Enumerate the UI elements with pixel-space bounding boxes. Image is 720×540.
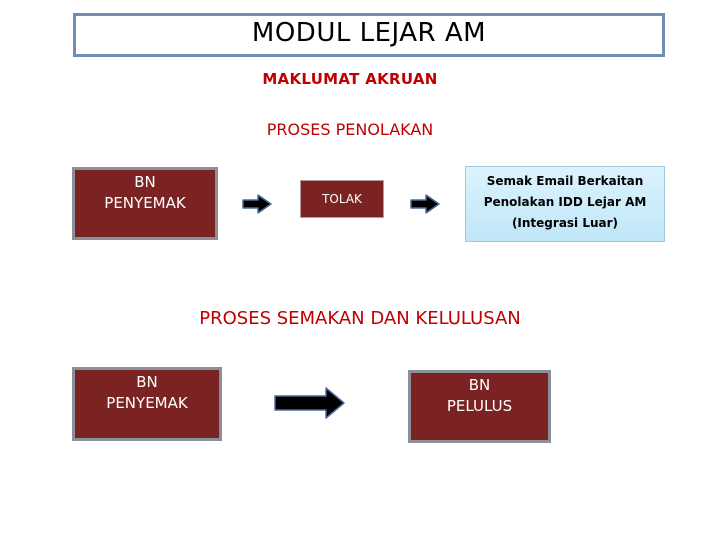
email-label-line1: Semak Email Berkaitan [486,174,644,188]
heading-proses-semakan: PROSES SEMAKAN DAN KELULUSAN [199,308,521,329]
email-check-box: Semak Email Berkaitan Penolakan IDD Leja… [465,166,665,242]
penyemak-box: BN PENYEMAK [72,167,218,240]
penyemak-label-line1: BN [136,373,158,391]
page-title: MODUL LEJAR AM [251,18,487,48]
penyemak-label-line2: PENYEMAK [106,394,188,412]
heading-maklumat-akruan: MAKLUMAT AKRUAN [262,70,438,88]
tolak-label: TOLAK [322,192,362,206]
email-label-line3: (Integrasi Luar) [511,216,619,230]
pelulus-box: BN PELULUS [408,370,551,443]
pelulus-label-line2: PELULUS [446,397,513,415]
heading-proses-penolakan: PROSES PENOLAKAN [266,120,434,139]
penyemak-label-line2: PENYEMAK [104,194,186,212]
pelulus-label-line1: BN [468,376,491,394]
tolak-box: TOLAK [300,180,384,218]
penyemak-label-line1: BN [134,173,156,191]
arrow-right-icon [242,194,272,214]
email-label-line2: Penolakan IDD Lejar AM [483,195,647,209]
penyemak-box: BN PENYEMAK [72,367,222,441]
arrow-right-icon [410,194,440,214]
title-box: MODUL LEJAR AM [73,13,665,57]
arrow-right-icon [274,387,345,419]
